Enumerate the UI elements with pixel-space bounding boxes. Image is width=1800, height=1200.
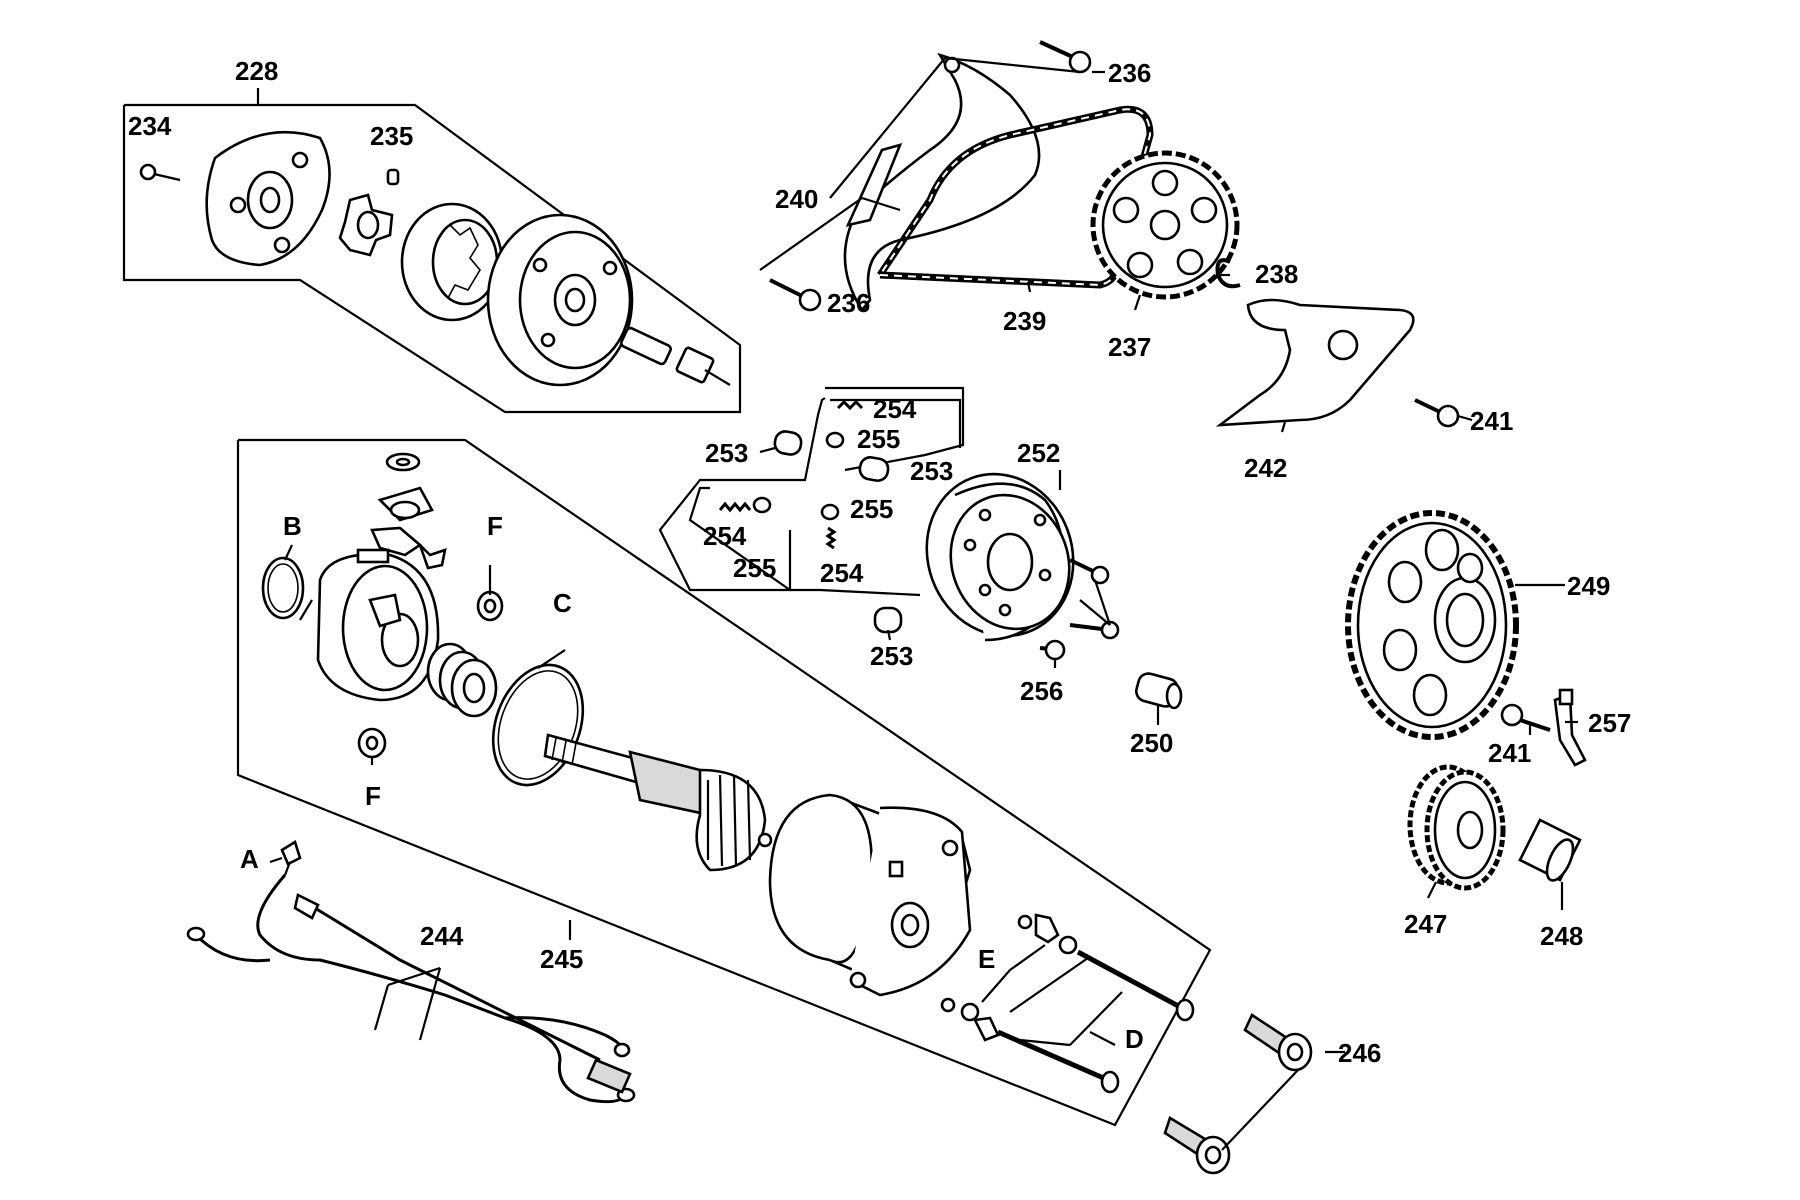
label-255-a: 255: [857, 424, 900, 454]
bolt-236-bottom: [769, 278, 822, 312]
label-244: 244: [420, 921, 464, 951]
label-255-c: 255: [733, 553, 776, 583]
label-D: D: [1125, 1024, 1144, 1054]
roller-253-b: [858, 456, 890, 482]
pin-235: [386, 168, 400, 186]
label-241-top: 241: [1470, 406, 1513, 436]
spring-254-b: [718, 501, 752, 513]
bolt-236-top: [1039, 40, 1092, 74]
o-ring-C: [491, 663, 585, 787]
label-249: 249: [1567, 571, 1610, 601]
label-238: 238: [1255, 259, 1298, 289]
label-236-bottom: 236: [827, 288, 870, 318]
label-256: 256: [1020, 676, 1063, 706]
tensioner-guide-242: [1215, 298, 1415, 427]
bolts-246: [1163, 1013, 1313, 1175]
screw-234: [139, 163, 181, 182]
washers-E: [940, 913, 1078, 1042]
bolt-256: [1039, 558, 1120, 661]
lock-plate-257: [1553, 688, 1587, 767]
label-241-bottom: 241: [1488, 738, 1531, 768]
starter-front-cover: [299, 548, 440, 702]
motor-yoke: [768, 793, 972, 997]
starter-clutch-group-228: [122, 103, 742, 414]
label-242: 242: [1244, 453, 1287, 483]
wire-harness-244: [186, 840, 636, 1104]
armature: [543, 733, 773, 872]
label-B: B: [283, 511, 302, 541]
label-246: 246: [1338, 1038, 1381, 1068]
spring-254-c: [825, 526, 837, 550]
through-bolts-D: [997, 949, 1195, 1094]
starter-motor-group-245: [236, 438, 1212, 1127]
one-way-clutch-252-group: [658, 386, 1183, 710]
spring-254-a: [836, 399, 864, 411]
label-236-top: 236: [1108, 58, 1151, 88]
label-F-bottom: F: [365, 781, 381, 811]
starter-idle-shaft: [620, 326, 731, 386]
cap-255-b: [752, 496, 772, 514]
starter-spring-set: [426, 642, 498, 718]
bearing-F-bottom: [357, 727, 387, 759]
group-245-boundary: [236, 438, 1212, 1127]
label-228: 228: [235, 56, 278, 86]
flywheel-252: [925, 472, 1075, 642]
label-237: 237: [1108, 332, 1151, 362]
cap-255-c: [820, 503, 840, 521]
driven-gear-249: [1345, 510, 1519, 740]
group-252-bracket: [658, 397, 826, 592]
bolt-241-bottom: [1500, 703, 1551, 732]
label-253-c: 253: [870, 641, 913, 671]
cam-chain-group: [769, 40, 1460, 428]
label-F-top: F: [487, 511, 503, 541]
bearing-F-top: [476, 590, 504, 622]
cap-255-a: [825, 431, 845, 449]
circlip-238: [1215, 258, 1241, 289]
bush-250: [1135, 672, 1183, 710]
idle-gear-247: [1407, 764, 1506, 891]
roller-253-a: [773, 430, 803, 456]
label-C: C: [553, 588, 572, 618]
label-252: 252: [1017, 438, 1060, 468]
label-240: 240: [775, 184, 818, 214]
label-235: 235: [370, 121, 413, 151]
o-ring-B: [261, 556, 305, 620]
part-number-labels: 228 234 235 236 240 238 236 239 237 254 …: [128, 56, 1631, 1068]
label-245: 245: [540, 944, 583, 974]
roller-253-c: [873, 606, 903, 634]
label-234: 234: [128, 111, 172, 141]
bolt-241-top: [1414, 398, 1460, 428]
label-247: 247: [1404, 909, 1447, 939]
shaft-248: [1518, 818, 1582, 882]
leader-lines: [269, 56, 1578, 1054]
label-248: 248: [1540, 921, 1583, 951]
cam-sprocket-237: [1090, 150, 1240, 300]
label-254-a: 254: [873, 394, 917, 424]
label-250: 250: [1130, 728, 1173, 758]
label-A: A: [240, 844, 259, 874]
label-255-b: 255: [850, 494, 893, 524]
label-E: E: [978, 944, 995, 974]
label-239: 239: [1003, 306, 1046, 336]
label-253-a: 253: [705, 438, 748, 468]
label-257: 257: [1588, 708, 1631, 738]
label-254-b: 254: [703, 521, 747, 551]
group-228-boundary: [122, 103, 742, 414]
label-253-b: 253: [910, 456, 953, 486]
brush-holder: [370, 486, 447, 570]
label-254-c: 254: [820, 558, 864, 588]
